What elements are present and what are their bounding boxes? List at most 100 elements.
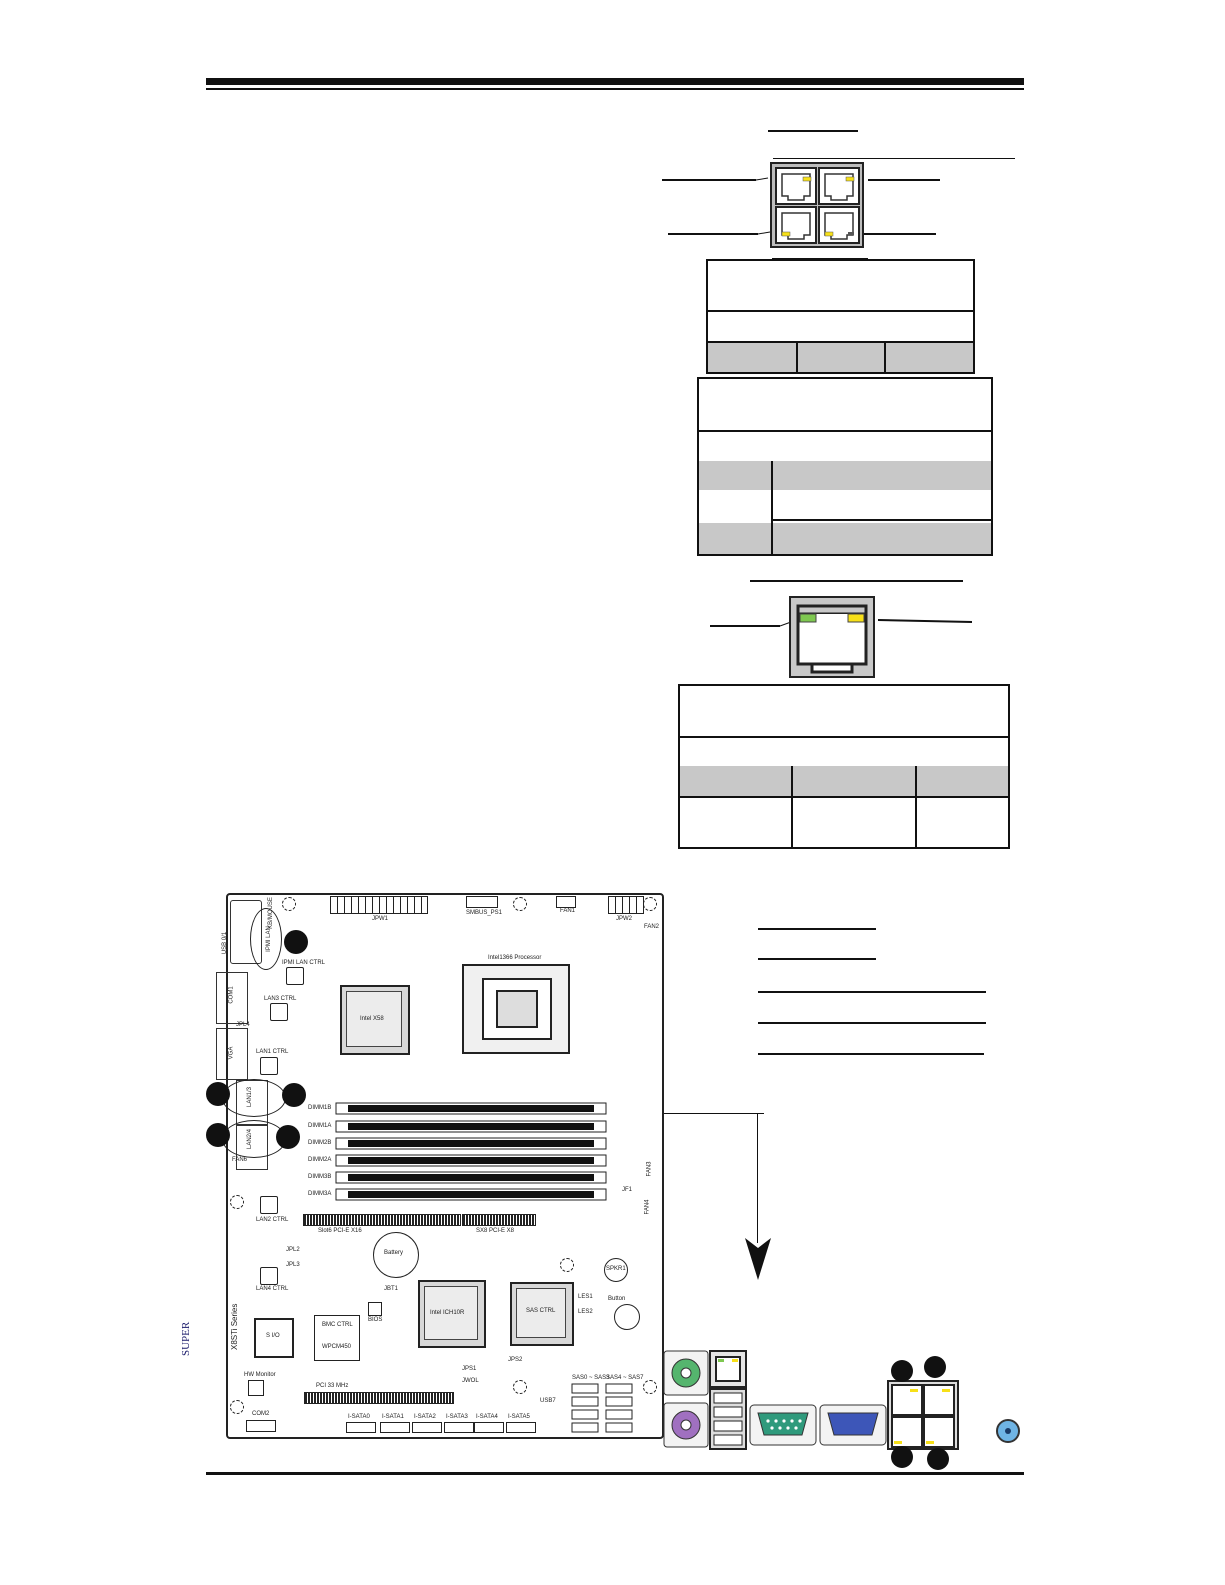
bmc-ctrl-chip [314,1315,360,1361]
dimm3a-label: DIMM3A [308,1191,332,1197]
ipmi-lan-ellipse [250,908,282,970]
spkr1-label: SPKR1 [606,1266,626,1272]
rear-io-panel [663,1350,1020,1470]
bottom-rule [206,1472,1024,1475]
jpl4-label: JPL4 [236,1022,250,1028]
jps2-label: JPS2 [508,1357,523,1363]
lan13-ellipse [222,1079,286,1117]
usb7-label: USB7 [540,1398,556,1404]
jpw1-label: JPW1 [372,916,389,922]
smbus-connector [466,896,498,908]
ipmi-lan-title-line [750,580,963,582]
button-label: Button [608,1296,626,1302]
jpl3-label: JPL3 [286,1262,300,1268]
button-circle[interactable] [614,1304,640,1330]
quad-lan-title-line [768,130,858,132]
slot6-label: Slot6 PCI-E X16 [318,1228,362,1234]
lan2ctrl-label: LAN2 CTRL [256,1217,289,1223]
jpw2-connector [608,896,644,914]
fan4-label: FAN4 [644,1199,651,1215]
pointer-line-v [757,1113,758,1243]
mount-hole [513,1380,527,1394]
series-label: X8STi Series [230,1303,239,1350]
brand-text: SUPER [180,1321,192,1356]
isata1-label: I-SATA1 [382,1414,404,1420]
rj45-single-icon [710,596,973,678]
isata1-port [380,1422,410,1433]
ich10r-label: Intel ICH10R [430,1310,465,1316]
sas03-label: SAS0 ~ SAS3 [572,1375,610,1381]
jpl2-label: JPL2 [286,1247,300,1253]
isata2-port [412,1422,442,1433]
io-vga-block [216,1028,248,1080]
mount-hole [513,897,527,911]
isata5-label: I-SATA5 [508,1414,530,1420]
jbt1-label: JBT1 [384,1286,399,1292]
dimm1b-label: DIMM1B [308,1105,332,1111]
les2-label: LES2 [578,1309,593,1315]
led-table-1-cell [798,343,884,372]
lan13-label: LAN1/3 [247,1086,254,1108]
mount-hole [282,897,296,911]
quad-lan-subtitle-line [773,158,1015,159]
jpw1-connector [330,896,428,914]
lan2-ctrl-chip [260,1196,278,1214]
slot5-label: SX8 PCI-E X8 [476,1228,515,1234]
wpcm-label: WPCM450 [322,1344,352,1350]
speaker [604,1258,628,1282]
hw-monitor-chip [248,1380,264,1396]
battery-label: Battery [384,1250,404,1256]
sasctrl-label: SAS CTRL [526,1308,556,1314]
legend-line-3 [758,991,986,993]
ipmilanctrl-label: IPMI LAN CTRL [282,960,326,966]
mount-hole [643,897,657,911]
fan2-label: FAN2 [644,924,660,930]
fan3-label: FAN3 [646,1161,653,1177]
lan1ctrl-label: LAN1 CTRL [256,1049,289,1055]
isata5-port [506,1422,536,1433]
lan3ctrl-label: LAN3 CTRL [264,996,297,1002]
mount-hole [230,1195,244,1209]
mount-hole [560,1258,574,1272]
isata3-port [444,1422,474,1433]
fan1-connector [556,896,576,908]
led-table-3 [678,684,1010,849]
fan1-label: FAN1 [560,908,576,914]
top-rule-thick [206,78,1024,85]
ipmilan-label: IPMI LAN [265,926,272,952]
dimm2b-label: DIMM2B [308,1140,332,1146]
slot6-pcie [303,1214,461,1226]
kbmouse-label: KB/MOUSE [267,897,274,929]
x58-label: Intel X58 [360,1016,384,1022]
dimm-slots [335,1102,607,1201]
pci33-slot [304,1392,454,1404]
pci33-label: PCI 33 MHz [316,1383,349,1389]
isata4-label: I-SATA4 [476,1414,498,1420]
led-table-1-cell [886,343,973,372]
isata3-label: I-SATA3 [446,1414,468,1420]
lan24-label: LAN2/4 [247,1128,254,1150]
slot5-pcie [462,1214,536,1226]
bios-label: BIOS [368,1317,383,1323]
jps1-label: JPS1 [462,1366,477,1372]
lan4ctrl-label: LAN4 CTRL [256,1286,289,1292]
usb01-label: USB 0/1 [222,931,229,955]
sio-label: S I/O [266,1333,280,1339]
dimm1a-label: DIMM1A [308,1123,332,1129]
dimm2a-label: DIMM2A [308,1157,332,1163]
led-table-2 [697,377,993,556]
legend-line-2 [758,958,876,960]
ipmi-lan-ctrl-chip [286,967,304,985]
com1-label: COM1 [228,986,235,1004]
isata4-port [474,1422,504,1433]
jpw2-label: JPW2 [616,916,633,922]
legend-line-1 [758,928,876,930]
sas47-label: SAS4 ~ SAS7 [606,1375,644,1381]
callout-circle-icon [284,930,308,954]
com2-header [246,1420,276,1432]
vga-label: VGA [228,1046,235,1060]
sio-chip [254,1318,294,1358]
les1-label: LES1 [578,1294,593,1300]
io-com1-block [216,972,248,1024]
callout-circle-icon [282,1083,306,1107]
